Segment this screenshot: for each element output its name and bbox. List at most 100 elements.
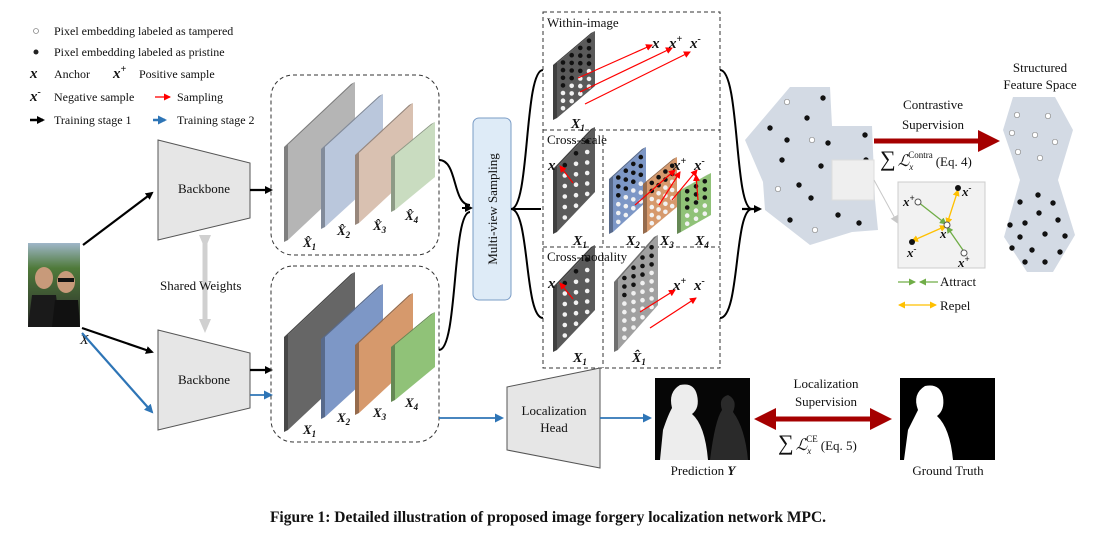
feature-label: X̂2 [336, 223, 351, 240]
feature-label: X̂1 [631, 349, 646, 367]
feature-space-connector [719, 69, 753, 319]
pristine-dot [631, 282, 636, 288]
tampered-dot [578, 83, 583, 89]
legend-tampered: Pixel embedding labeled as tampered [54, 24, 233, 38]
feature-label: X̂3 [372, 218, 387, 235]
pristine-dot [578, 68, 583, 74]
pristine-dot [649, 180, 655, 186]
feature-label: X4 [694, 234, 709, 250]
sample-symbol: x [547, 276, 556, 292]
tampered-dot [622, 335, 627, 341]
pristine-dot [616, 193, 621, 198]
ground-truth-label: Ground Truth [912, 463, 984, 478]
sample-symbol: x- [689, 34, 701, 52]
tampered-dot [631, 325, 636, 330]
tampered-dot-icon [33, 28, 39, 34]
pristine-dot [649, 245, 654, 250]
pristine-dot [1055, 217, 1061, 223]
tampered-dot [586, 76, 592, 82]
sample-symbol: x- [693, 276, 705, 294]
stage1-arrow [81, 326, 154, 354]
pristine-dot [684, 189, 690, 194]
pristine-dot [622, 284, 627, 289]
pristine-dot [640, 255, 645, 260]
tampered-dot [562, 312, 568, 317]
sampling-arrow [559, 282, 574, 300]
feature-label: X1 [570, 117, 585, 133]
tampered-dot [584, 181, 590, 186]
pristine-dot [560, 67, 566, 73]
pristine-dot [578, 45, 583, 51]
tampered-dot [578, 91, 583, 97]
tampered-dot [584, 170, 590, 176]
positive-symbol: x+ [112, 64, 127, 82]
structured-title: Structured [1013, 60, 1068, 75]
svg-text:Head: Head [540, 420, 568, 435]
sampling-arrow [658, 171, 681, 206]
tampered-dot [656, 199, 661, 204]
svg-text:Repel: Repel [940, 298, 971, 313]
pristine-dot [578, 53, 583, 58]
legend: Pixel embedding labeled as tampered Pixe… [29, 24, 255, 127]
feature-map-top-3 [355, 103, 413, 225]
sampling-titles: Within-image Cross-scale Cross-modality [547, 15, 628, 264]
tampered-dot [669, 187, 675, 193]
pristine-dot [669, 163, 675, 169]
tampered-dot [562, 322, 568, 328]
feature-map-bottom-4 [391, 312, 435, 402]
pristine-dot [573, 269, 579, 274]
pristine-dot [656, 174, 661, 180]
tampered-dot [584, 149, 590, 155]
tampered-dot [622, 309, 627, 315]
pristine-dot [1042, 231, 1048, 237]
tampered-dot [1044, 112, 1052, 120]
tampered-dot [560, 106, 566, 111]
svg-text:Attract: Attract [940, 274, 976, 289]
pristine-dot [616, 175, 621, 180]
pristine-dot [623, 186, 629, 191]
pristine-dot [856, 220, 862, 226]
pristine-dot [784, 137, 790, 143]
tampered-dot [631, 197, 636, 202]
tampered-dot [562, 215, 568, 220]
pristine-dot [835, 212, 841, 218]
ground-truth-map [900, 378, 995, 460]
tampered-dot [663, 209, 668, 215]
tampered-dot [1036, 154, 1044, 162]
tampered-dot [649, 287, 654, 293]
feature-label: X1 [572, 351, 587, 367]
sample-symbol: x+ [668, 34, 683, 52]
svg-text:Backbone: Backbone [178, 372, 230, 387]
pristine-dot [702, 195, 708, 200]
pristine-dot [1017, 234, 1023, 240]
tampered-dot [569, 83, 574, 89]
pristine-dot [1017, 199, 1023, 205]
tampered-dot [808, 136, 816, 144]
sample-symbol: x+ [672, 156, 687, 174]
tampered-dot [560, 98, 566, 103]
pristine-dot [1022, 259, 1028, 265]
pristine-dot [631, 274, 636, 279]
structured-feature-space [1003, 97, 1075, 272]
feature-label: X2 [336, 410, 351, 427]
tampered-dot [638, 181, 644, 186]
feature-map-top-4 [391, 122, 435, 212]
pristine-dot [820, 95, 826, 101]
tampered-dot [569, 98, 574, 104]
tampered-dot [623, 195, 629, 200]
tampered-dot [573, 192, 579, 198]
tampered-dot [1008, 129, 1016, 137]
tampered-dot [631, 206, 636, 211]
tampered-dot [562, 291, 568, 296]
pristine-dot [808, 195, 814, 201]
tampered-dot [693, 208, 699, 213]
feature-map-top-2 [321, 94, 383, 229]
tampered-dot [640, 289, 645, 295]
tampered-dot [622, 301, 627, 306]
pristine-dot [702, 187, 708, 192]
tampered-dot [649, 196, 655, 202]
feature-label: X2 [625, 234, 640, 250]
feature-label: X̂4 [404, 208, 419, 225]
pristine-dot [649, 262, 654, 267]
legend-positive: Positive sample [139, 67, 215, 81]
